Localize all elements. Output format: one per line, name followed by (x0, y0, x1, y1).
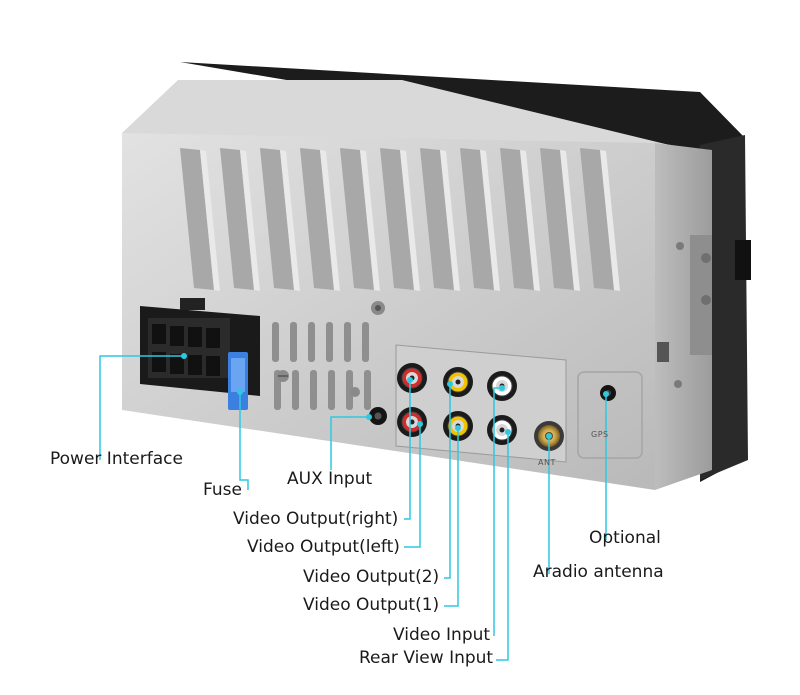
label-video-output-left: Video Output(left) (247, 537, 400, 557)
leader-line-video-output-2 (444, 384, 451, 579)
label-video-output-right: Video Output(right) (233, 509, 399, 529)
leader-line-aux-input (330, 416, 369, 470)
cooling-fin-highlight (360, 150, 380, 291)
rca-panel (395, 344, 567, 463)
label-rear-view-input: Rear View Input (359, 648, 494, 668)
vent-slot (362, 322, 369, 362)
cooling-fin (500, 148, 534, 290)
cooling-fin (340, 148, 374, 290)
cooling-fin-highlight (520, 150, 540, 291)
cooling-fin (380, 148, 414, 290)
label-video-output-2: Video Output(2) (303, 567, 440, 587)
label-optional: Optional (589, 528, 661, 548)
cooling-fin-highlight (560, 150, 580, 291)
cooling-fin (300, 148, 334, 290)
cooling-fin-highlight (280, 150, 300, 291)
leader-line-video-output-left (404, 424, 421, 548)
cooling-fin-highlight (480, 150, 500, 291)
vent-slot (308, 322, 315, 362)
fuse-element (228, 352, 248, 410)
cooling-fin-highlight (320, 150, 340, 291)
cooling-fin (420, 148, 454, 290)
vent-slot (292, 370, 299, 410)
vent-slot (326, 322, 333, 362)
rca-jack-pin (499, 427, 505, 433)
rca-jack-pin (455, 379, 461, 385)
cooling-fin-highlight (200, 150, 220, 291)
label-video-output-1: Video Output(1) (303, 595, 440, 615)
cooling-fins (180, 148, 620, 291)
aux-jack (369, 407, 387, 425)
leader-dot (603, 391, 609, 397)
cooling-fin (460, 148, 494, 290)
leader-lines (99, 353, 609, 661)
ant-mark: ANT (538, 458, 556, 467)
leader-dot (237, 389, 243, 395)
leader-dot (455, 425, 461, 431)
cooling-fin-highlight (400, 150, 420, 291)
cooling-fin (180, 148, 214, 290)
leader-dot (417, 421, 423, 427)
cooling-fin (540, 148, 574, 290)
leader-line-power-interface (99, 355, 184, 460)
vent-slot (328, 370, 335, 410)
vent-slot (346, 370, 353, 410)
leader-dot (447, 381, 453, 387)
cooling-fin (260, 148, 294, 290)
vent-slot (290, 322, 297, 362)
label-video-input: Video Input (393, 625, 491, 645)
leader-dot (366, 414, 372, 420)
leader-dot (499, 385, 505, 391)
side-screw (277, 370, 289, 382)
vent-slot (272, 322, 279, 362)
leader-dot (546, 433, 552, 439)
label-aux-input: AUX Input (287, 469, 373, 489)
gps-mark: GPS (591, 430, 609, 439)
cooling-fin-highlight (240, 150, 260, 291)
chassis-top (122, 80, 690, 150)
cooling-fin-highlight (440, 150, 460, 291)
leader-line-fuse (239, 392, 249, 490)
label-power-interface: Power Interface (50, 449, 183, 469)
cooling-fin-highlight (600, 150, 620, 291)
leader-line-rear-view-input (496, 432, 509, 661)
vent-slot (364, 370, 371, 410)
cooling-fin (580, 148, 614, 290)
vent-slot (310, 370, 317, 410)
leader-dot (505, 429, 511, 435)
leader-line-video-output-1 (444, 428, 459, 607)
label-aradio-antenna: Aradio antenna (533, 562, 664, 582)
leader-dot (407, 377, 413, 383)
vent-slot (344, 322, 351, 362)
leader-dot (181, 353, 187, 359)
center-screw (371, 301, 385, 315)
label-fuse: Fuse (203, 480, 242, 500)
leader-line-video-output-right (404, 380, 411, 520)
vent-slots (272, 322, 371, 410)
chassis-side (655, 143, 712, 490)
cooling-fin (220, 148, 254, 290)
